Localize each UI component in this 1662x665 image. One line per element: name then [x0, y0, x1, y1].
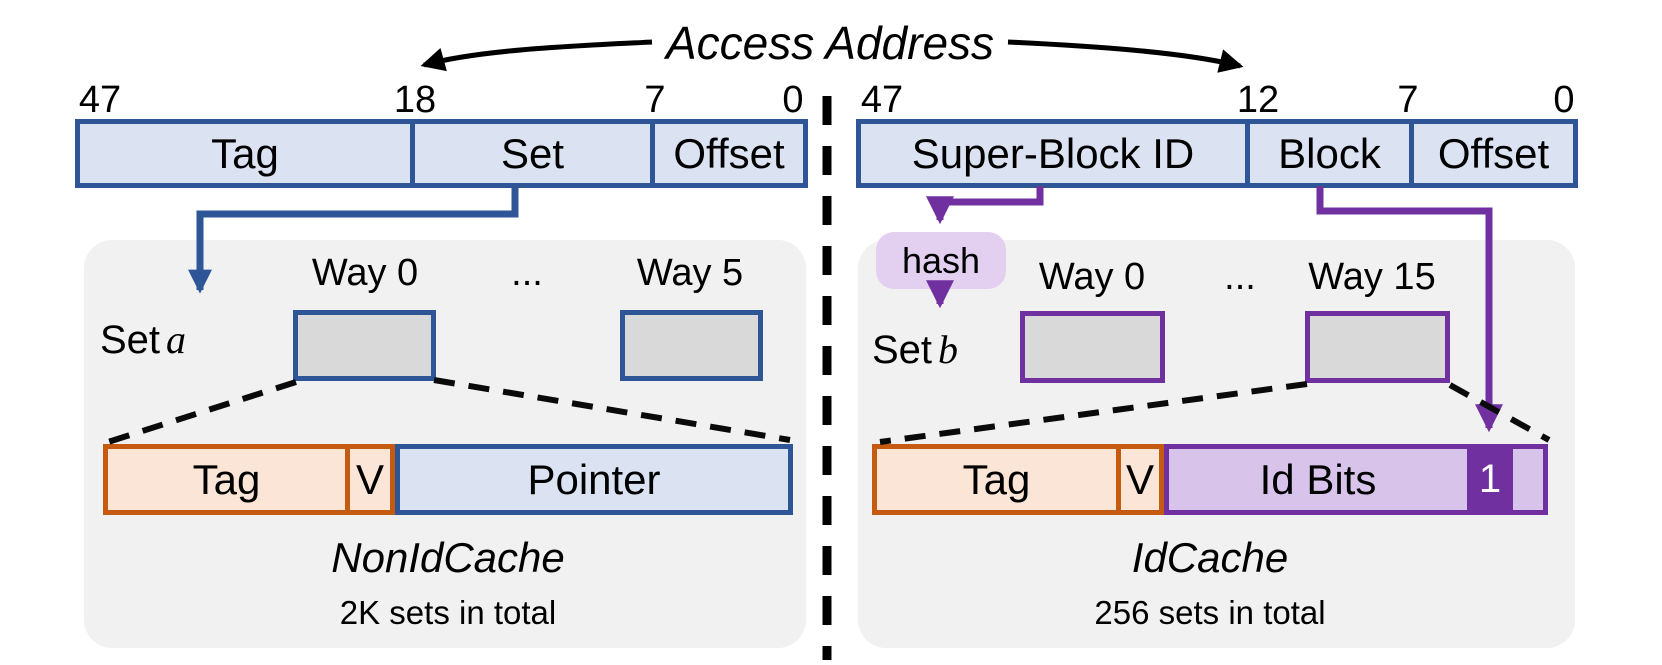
right-entry-tag-valid-group: Tag V — [872, 444, 1164, 515]
right-way15-box — [1305, 311, 1450, 383]
left-entry-tag: Tag — [108, 449, 350, 510]
right-entry-tag: Tag — [877, 449, 1121, 510]
left-set-index: a — [166, 317, 187, 362]
bit-label-right-12: 12 — [1236, 79, 1280, 121]
left-set-word: Set — [100, 318, 161, 362]
nonid-cache-sets-total: 2K sets in total — [339, 594, 557, 631]
id-cache-name: IdCache — [1131, 534, 1289, 581]
left-entry-pointer: Pointer — [395, 444, 793, 515]
left-way0-box — [293, 310, 436, 381]
bit-label-right-47: 47 — [860, 79, 904, 121]
right-entry-set-bit: 1 — [1467, 449, 1513, 510]
bit-label-right-7: 7 — [1397, 79, 1419, 121]
left-entry-valid-bit: V — [355, 455, 384, 503]
left-field-tag: Tag — [211, 129, 279, 177]
bit-label-left-18: 18 — [393, 79, 437, 121]
right-entry-idbits-group: Id Bits 1 — [1164, 444, 1548, 515]
right-way-ellipsis: ... — [1224, 256, 1256, 298]
right-address-bar: Super-Block ID Block Offset — [856, 119, 1578, 188]
hash-function-pill: hash — [876, 232, 1006, 289]
right-entry-tail-segment — [1513, 449, 1543, 510]
right-set-word: Set — [872, 328, 933, 372]
right-set-index: b — [938, 327, 959, 372]
right-field-super-block-id: Super-Block ID — [911, 129, 1195, 177]
left-way5-label: Way 5 — [636, 252, 744, 294]
right-field-offset: Offset — [1409, 124, 1573, 183]
bit-label-left-47: 47 — [78, 79, 122, 121]
left-way0-label: Way 0 — [311, 252, 419, 294]
left-field-offset: Offset — [650, 124, 803, 183]
left-field-set: Set — [410, 124, 650, 183]
id-cache-entry: Tag V Id Bits 1 — [872, 444, 1548, 515]
superblock-to-hash-arrow — [926, 186, 1044, 225]
id-cache-sets-total: 256 sets in total — [1094, 594, 1326, 631]
access-address-title: Access Address — [665, 17, 995, 69]
right-way0-label: Way 0 — [1038, 256, 1146, 298]
nonid-cache-name: NonIdCache — [331, 534, 565, 581]
bit-label-left-7: 7 — [644, 79, 666, 121]
left-way-ellipsis: ... — [511, 252, 543, 294]
right-entry-id-bits: Id Bits — [1259, 455, 1377, 503]
bit-label-left-0: 0 — [782, 79, 804, 121]
bit-label-right-0: 0 — [1553, 79, 1575, 121]
right-field-block: Block — [1245, 124, 1409, 183]
right-way0-box — [1020, 311, 1165, 383]
left-address-bar: Tag Set Offset — [75, 119, 808, 188]
right-entry-valid-bit: V — [1125, 455, 1154, 503]
nonid-cache-entry: Tag V Pointer — [103, 444, 793, 515]
right-way15-label: Way 15 — [1308, 256, 1436, 298]
left-way5-box — [620, 310, 763, 381]
left-entry-tag-valid-group: Tag V — [103, 444, 395, 515]
